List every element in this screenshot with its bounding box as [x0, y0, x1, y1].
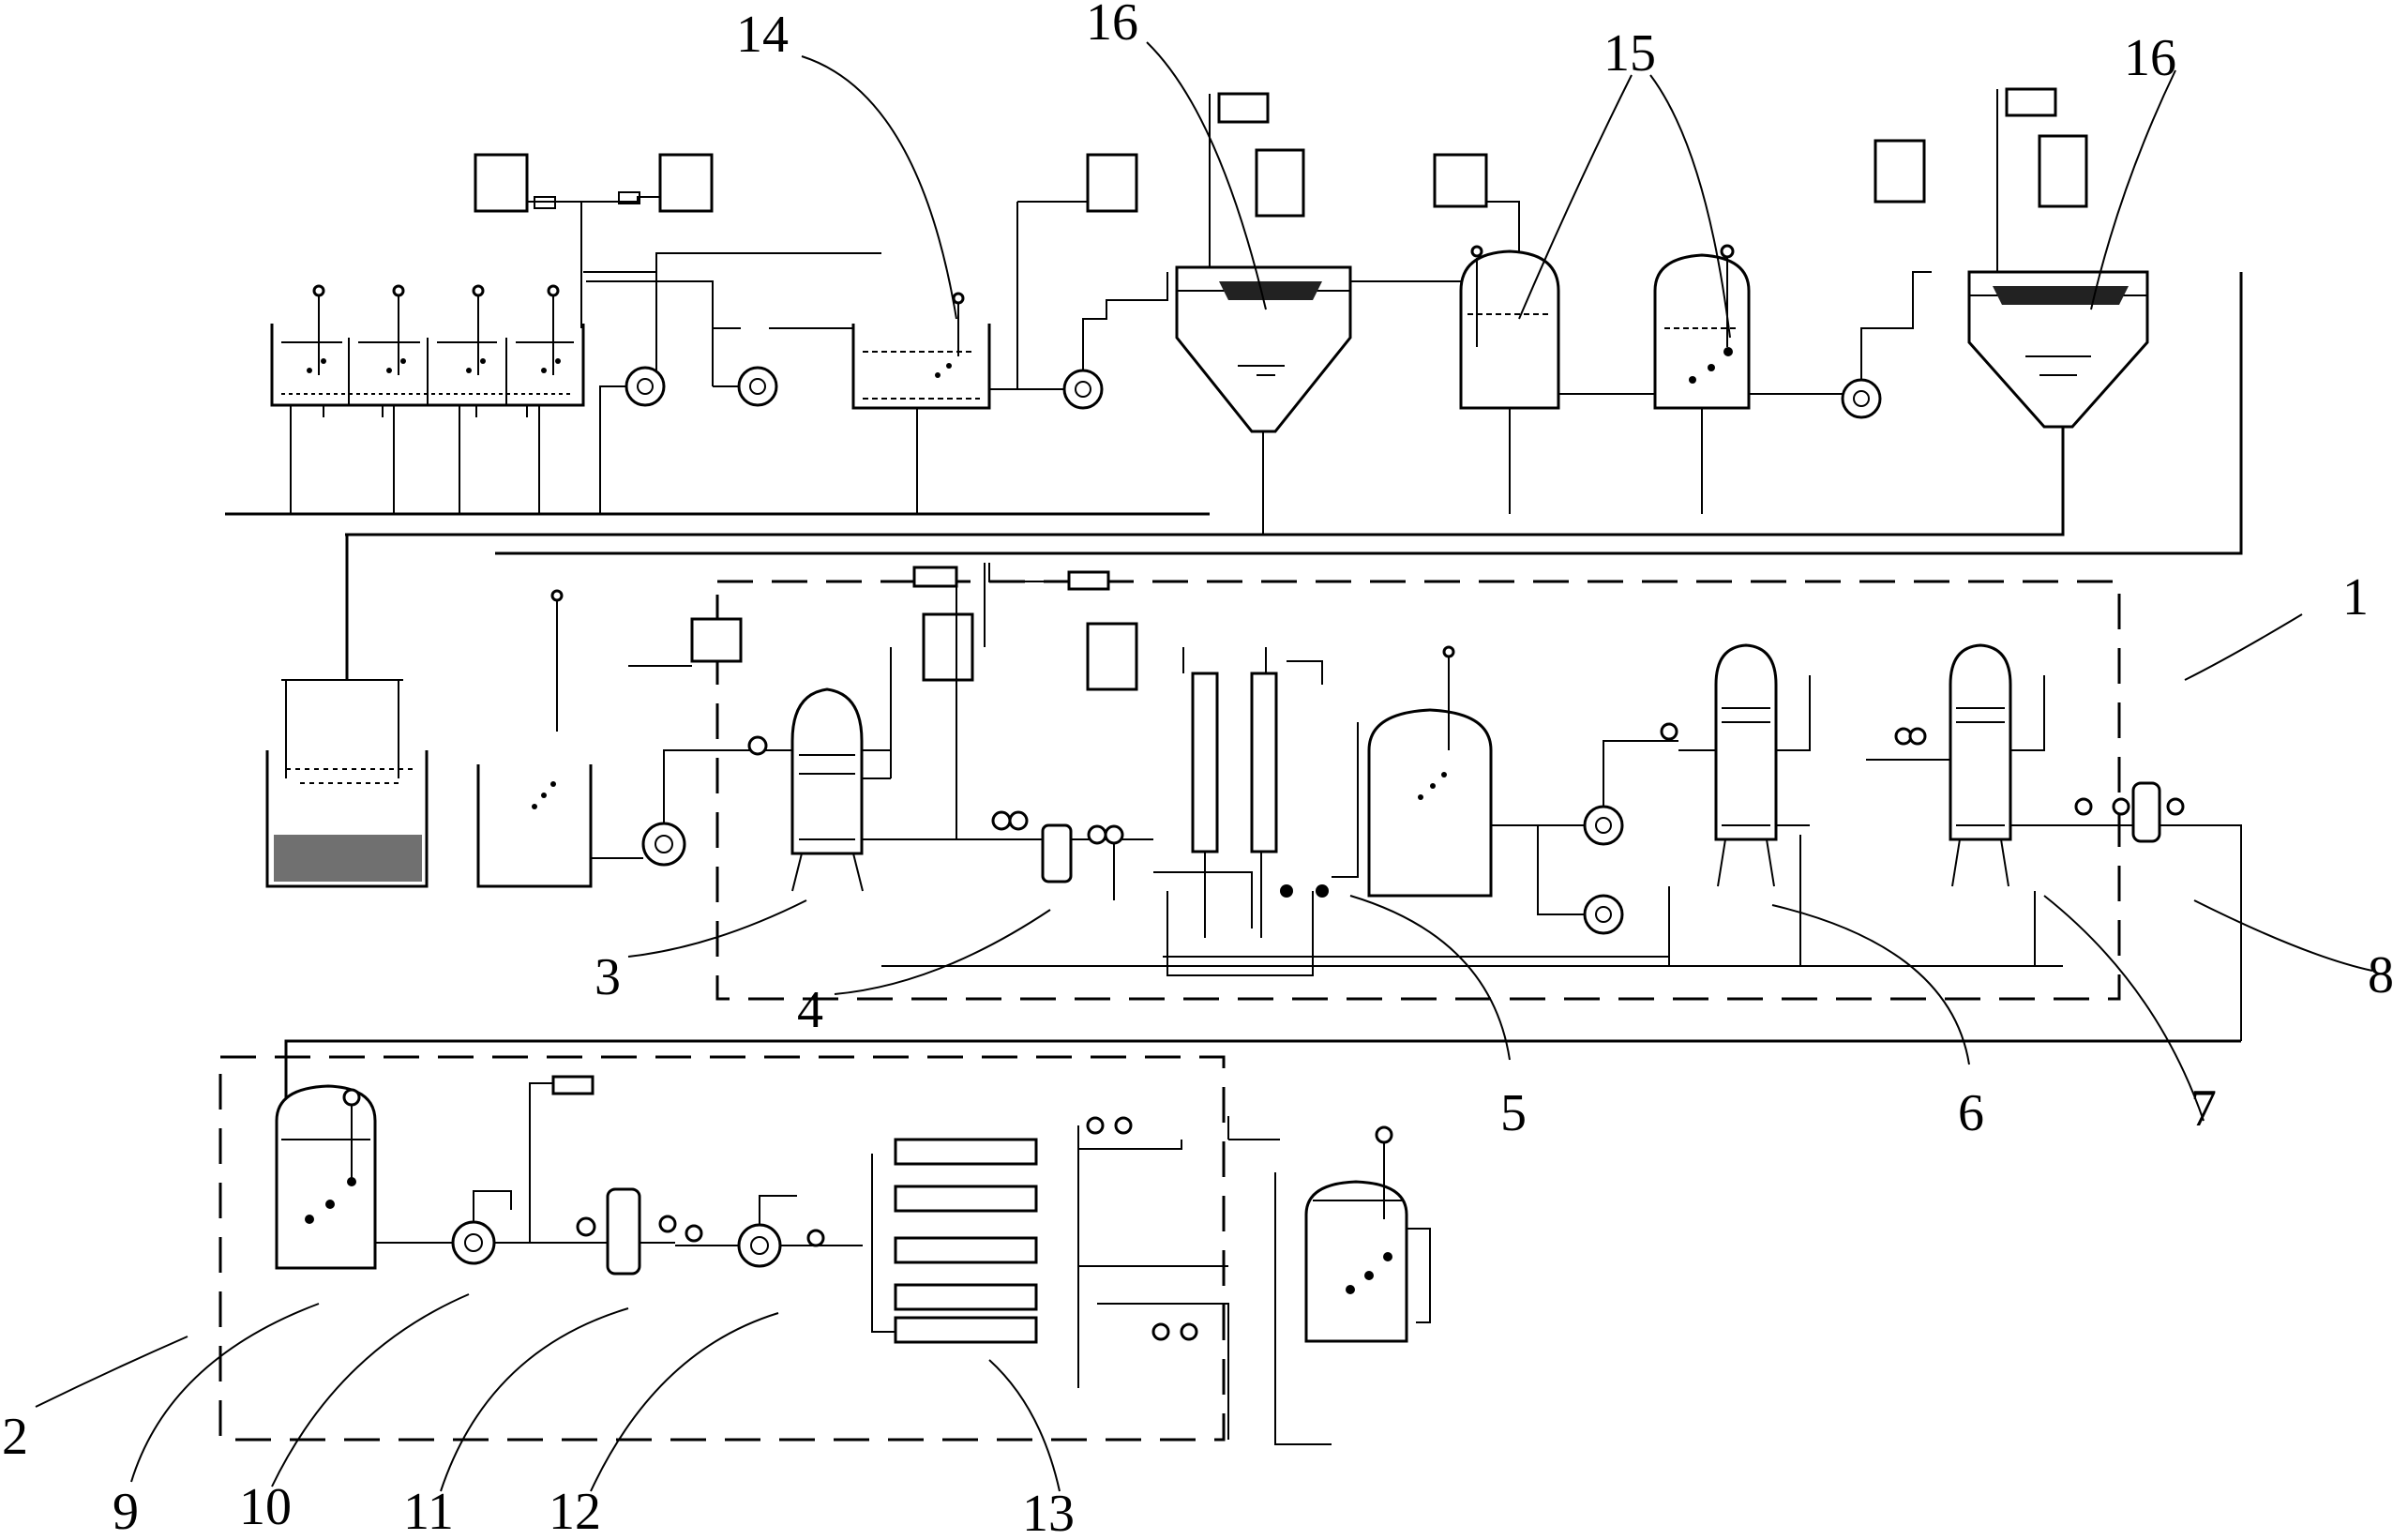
pump-mid-left: [591, 617, 769, 867]
vessel-15a: [1350, 153, 1560, 514]
label-13: 13: [1022, 1485, 1075, 1535]
pump-12: [658, 1195, 863, 1268]
dosing-unit-1: [912, 563, 1138, 839]
link-top-to-feed: [345, 533, 1210, 680]
filter-11: [530, 1075, 675, 1276]
tank-14: [851, 292, 991, 514]
label-4: 4: [797, 981, 823, 1039]
pumps-top-left: [583, 252, 882, 514]
dosing-tanks-top-left: [474, 153, 714, 328]
unit-2-boundary: [218, 1055, 1226, 1442]
pump-10: [375, 1082, 563, 1265]
label-8: 8: [2368, 946, 2394, 1004]
link-top-to-basin: [495, 272, 2243, 555]
pumps-resin-feed: [1491, 722, 1678, 935]
settler-16-right: [1967, 87, 2149, 535]
membrane-stack-13: [871, 1116, 1229, 1440]
label-10: 10: [239, 1478, 292, 1535]
callout-leaders: [35, 41, 2373, 1492]
sludge-basin: [265, 679, 429, 888]
label-7: 7: [2190, 1080, 2217, 1138]
unit-1-boundary: [715, 580, 2121, 1001]
resin-column-7: [1866, 643, 2100, 887]
label-12: 12: [549, 1483, 601, 1535]
resin-column-6: [1678, 643, 1811, 887]
vessel-15b: [1558, 244, 1751, 514]
intermediate-tank: [1332, 645, 1493, 898]
label-6: 6: [1958, 1084, 1984, 1142]
label-15: 15: [1603, 24, 1656, 83]
filter-8: [2074, 781, 2242, 1041]
label-2: 2: [2, 1408, 28, 1466]
label-1: 1: [2342, 568, 2369, 627]
unit-1-return: [881, 835, 2063, 967]
filter-4: [956, 810, 1153, 900]
link-unit1-to-unit2: [284, 1039, 2241, 1102]
label-9: 9: [113, 1483, 139, 1535]
label-16a: 16: [1086, 0, 1138, 52]
settler-16-left: [1175, 92, 1352, 535]
feed-tank-mid: [476, 589, 593, 888]
product-tank: [1228, 1125, 1431, 1445]
filter-3: [741, 647, 956, 892]
columns-5: [1153, 647, 1329, 976]
tank-9: [275, 1084, 377, 1270]
label-11: 11: [403, 1483, 454, 1535]
pump-settler-feed: [989, 153, 1168, 410]
label-16b: 16: [2124, 29, 2176, 87]
pump-settler-2: [1749, 134, 2088, 419]
label-14: 14: [736, 6, 789, 64]
label-3: 3: [594, 948, 621, 1006]
multi-cell-tank: [270, 284, 585, 514]
label-5: 5: [1500, 1084, 1527, 1142]
